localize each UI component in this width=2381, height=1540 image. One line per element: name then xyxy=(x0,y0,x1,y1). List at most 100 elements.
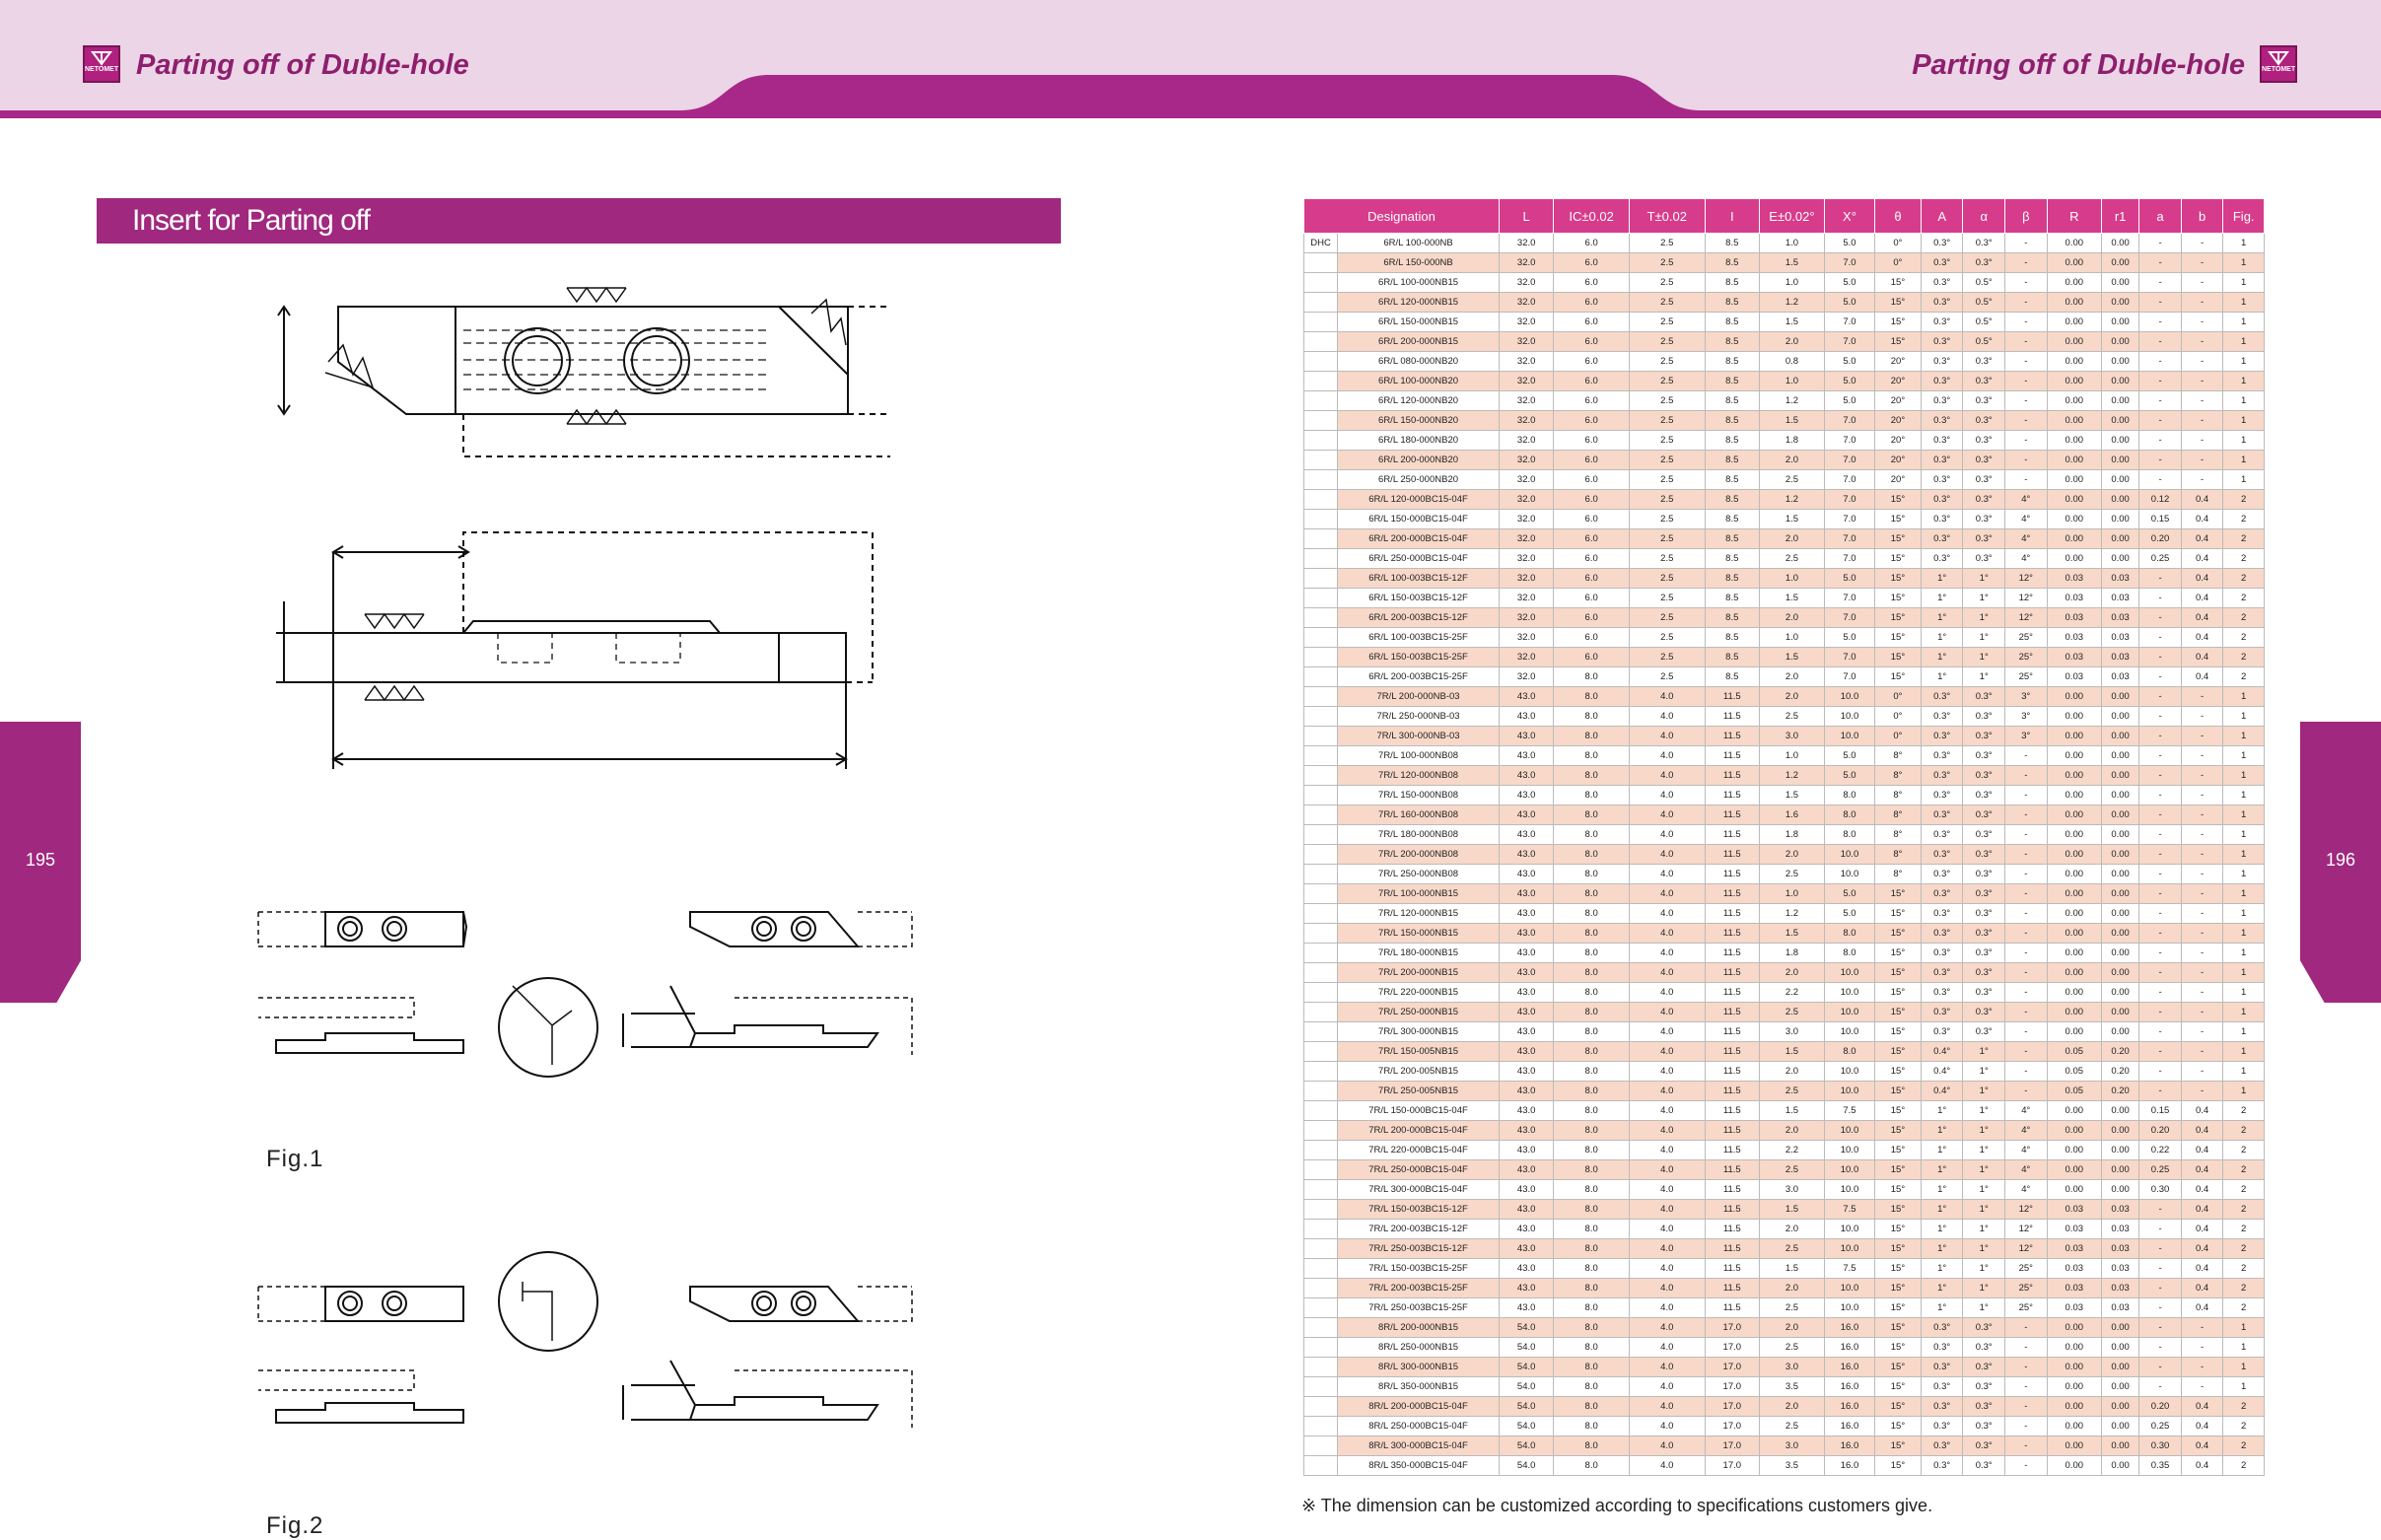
table-header-cell: θ xyxy=(1874,198,1922,234)
table-cell: 2.5 xyxy=(1628,272,1706,293)
table-cell: 0.3° xyxy=(1962,351,2006,372)
table-cell: 7.0 xyxy=(1823,252,1876,273)
table-cell: 0.3° xyxy=(1920,1317,1964,1338)
table-cell: 7.0 xyxy=(1823,469,1876,490)
table-cell: - xyxy=(2004,1002,2048,1022)
table-cell: 43.0 xyxy=(1498,1021,1555,1042)
table-cell: - xyxy=(2180,1002,2224,1022)
table-cell: 2.0 xyxy=(1758,1219,1825,1239)
table-cell: 8.0 xyxy=(1553,1376,1630,1397)
table-cell: 0.3° xyxy=(1962,548,2006,569)
table-header-cell: R xyxy=(2046,198,2102,234)
table-cell: - xyxy=(2138,844,2182,865)
table-cell: 10.0 xyxy=(1823,1159,1876,1180)
table-cell: 4.0 xyxy=(1628,1337,1706,1358)
table-cell: - xyxy=(2180,844,2224,865)
table-cell: 0.00 xyxy=(2046,1416,2102,1436)
table-cell: 1 xyxy=(2222,1081,2265,1101)
table-cell: 8R/L 200-000NB15 xyxy=(1337,1317,1500,1338)
table-cell: 11.5 xyxy=(1704,1002,1760,1022)
table-cell: 4.0 xyxy=(1628,1455,1706,1476)
fig2-insert-top-right xyxy=(689,1286,861,1322)
table-cell: 6R/L 150-000NB xyxy=(1337,252,1500,273)
group-label-cell xyxy=(1302,883,1339,904)
table-cell: 1° xyxy=(1920,666,1964,687)
table-cell: 6.0 xyxy=(1553,450,1630,470)
table-cell: - xyxy=(2004,962,2048,983)
table-cell: 6.0 xyxy=(1553,351,1630,372)
table-cell: 1° xyxy=(1920,627,1964,648)
table-cell: 0.00 xyxy=(2100,450,2140,470)
table-cell: 2 xyxy=(2222,666,2265,687)
fig1-insert-top-right xyxy=(689,911,861,947)
table-cell: 8.0 xyxy=(1553,1337,1630,1358)
table-cell: 6R/L 120-000BC15-04F xyxy=(1337,489,1500,510)
table-cell: 8.0 xyxy=(1823,824,1876,845)
table-cell: 15° xyxy=(1874,528,1922,549)
table-cell: 8.0 xyxy=(1553,666,1630,687)
table-cell: 0.05 xyxy=(2046,1061,2102,1082)
table-cell: - xyxy=(2138,390,2182,411)
table-cell: - xyxy=(2004,1317,2048,1338)
table-cell: 43.0 xyxy=(1498,1297,1555,1318)
table-cell: 8.0 xyxy=(1823,943,1876,963)
table-cell: 7R/L 120-000NB15 xyxy=(1337,903,1500,924)
table-cell: 8° xyxy=(1874,805,1922,825)
table-cell: 0.3° xyxy=(1920,430,1964,451)
table-cell: 4° xyxy=(2004,528,2048,549)
table-cell: 1° xyxy=(1920,1100,1964,1121)
table-cell: 11.5 xyxy=(1704,923,1760,944)
table-cell: 0.3° xyxy=(1962,371,2006,391)
table-cell: 8.5 xyxy=(1704,450,1760,470)
table-cell: 43.0 xyxy=(1498,706,1555,727)
table-cell: 16.0 xyxy=(1823,1416,1876,1436)
table-cell: 7R/L 150-003BC15-12F xyxy=(1337,1199,1500,1220)
group-label-cell xyxy=(1302,706,1339,727)
table-cell: 4.0 xyxy=(1628,1179,1706,1200)
group-label-cell xyxy=(1302,410,1339,431)
table-cell: 2.5 xyxy=(1758,469,1825,490)
table-cell: 8.0 xyxy=(1553,844,1630,865)
table-cell: 0.00 xyxy=(2100,903,2140,924)
table-cell: 7.0 xyxy=(1823,607,1876,628)
table-cell: 4.0 xyxy=(1628,1416,1706,1436)
table-cell: 5.0 xyxy=(1823,627,1876,648)
table-cell: 0.03 xyxy=(2046,1238,2102,1259)
table-cell: 54.0 xyxy=(1498,1435,1555,1456)
table-cell: 15° xyxy=(1874,1337,1922,1358)
table-cell: 1° xyxy=(1962,1120,2006,1141)
table-cell: 32.0 xyxy=(1498,528,1555,549)
table-cell: - xyxy=(2138,450,2182,470)
table-cell: 8.5 xyxy=(1704,371,1760,391)
table-cell: 6R/L 200-000NB20 xyxy=(1337,450,1500,470)
table-cell: 4.0 xyxy=(1628,864,1706,884)
table-cell: 43.0 xyxy=(1498,1278,1555,1298)
table-cell: 4.0 xyxy=(1628,1061,1706,1082)
table-cell: 0.00 xyxy=(2046,844,2102,865)
table-cell: 1° xyxy=(1920,568,1964,589)
table-cell: 6R/L 100-000NB xyxy=(1337,233,1500,253)
table-cell: 1.0 xyxy=(1758,568,1825,589)
table-cell: 7R/L 120-000NB08 xyxy=(1337,765,1500,786)
table-cell: 0.3° xyxy=(1920,982,1964,1003)
table-cell: 15° xyxy=(1874,1100,1922,1121)
table-cell: 6R/L 100-003BC15-12F xyxy=(1337,568,1500,589)
table-cell: 6R/L 200-000BC15-04F xyxy=(1337,528,1500,549)
table-cell: - xyxy=(2004,824,2048,845)
table-cell: 0.00 xyxy=(2100,982,2140,1003)
table-cell: 8.5 xyxy=(1704,509,1760,529)
table-cell: 0.03 xyxy=(2046,1199,2102,1220)
table-cell: 2.5 xyxy=(1628,588,1706,608)
table-cell: 8R/L 300-000BC15-04F xyxy=(1337,1435,1500,1456)
logo-left: NETOMET xyxy=(83,45,120,83)
group-label-cell xyxy=(1302,864,1339,884)
table-cell: 11.5 xyxy=(1704,1120,1760,1141)
table-cell: - xyxy=(2138,666,2182,687)
table-cell: 7R/L 150-005NB15 xyxy=(1337,1041,1500,1062)
table-cell: 0.00 xyxy=(2046,312,2102,332)
table-cell: - xyxy=(2004,233,2048,253)
